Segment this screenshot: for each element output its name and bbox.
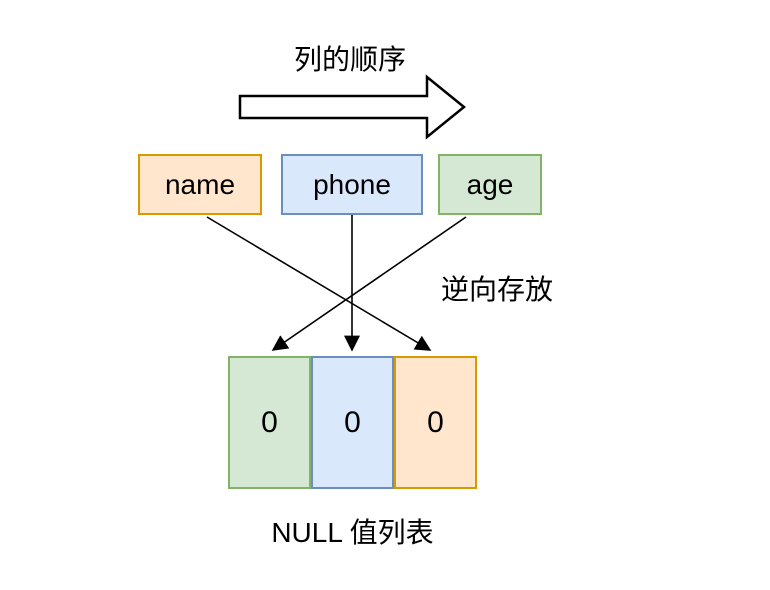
- right-arrow-icon: [238, 74, 466, 140]
- null-cell-name: 0: [394, 356, 477, 489]
- arrow-name-to-cell3: [206, 216, 432, 351]
- column-order-title: 列的顺序: [293, 44, 406, 75]
- column-label-name: name: [164, 168, 236, 200]
- null-list-caption: NULL 值列表: [271, 517, 434, 548]
- null-cell-phone: 0: [311, 356, 394, 489]
- column-label-age: age: [466, 168, 514, 200]
- null-cell-value: 0: [427, 405, 444, 439]
- column-box-age: age: [438, 154, 542, 215]
- column-box-phone: phone: [281, 154, 423, 215]
- null-cells-row: 0 0 0: [228, 356, 477, 489]
- arrow-age-to-cell1: [271, 216, 467, 351]
- column-label-phone: phone: [313, 168, 391, 200]
- null-cell-value: 0: [344, 405, 361, 439]
- reverse-storage-label: 逆向存放: [441, 274, 554, 305]
- column-box-name: name: [138, 154, 262, 215]
- null-cell-age: 0: [228, 356, 311, 489]
- null-cell-value: 0: [261, 405, 278, 439]
